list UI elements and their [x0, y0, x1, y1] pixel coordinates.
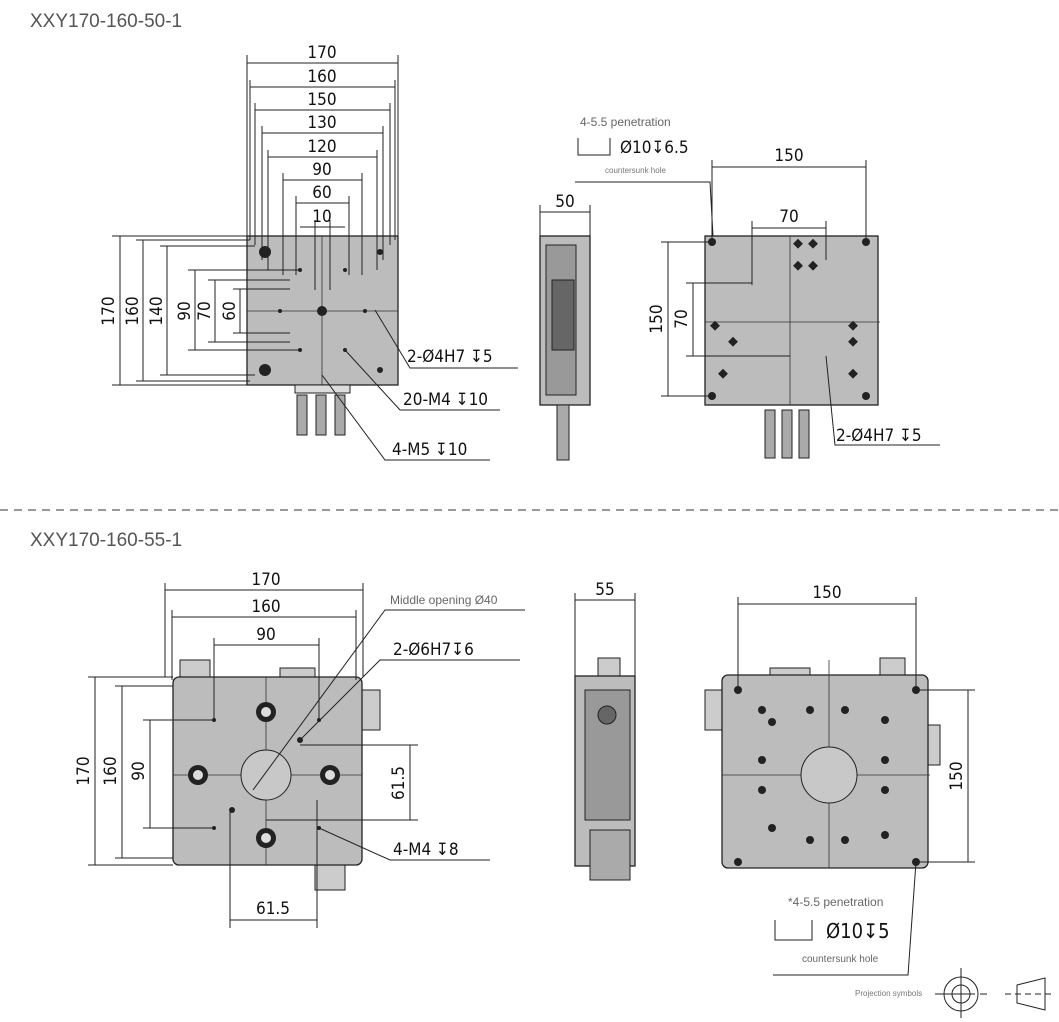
callout: 2-Ø6H7↧6 [393, 640, 474, 660]
note-spec: Ø10↧6.5 [620, 138, 689, 158]
dim-label: 60 [220, 301, 240, 320]
dim-label: 150 [812, 583, 841, 603]
dim-label: 150 [647, 304, 667, 333]
dim-label: 90 [175, 301, 195, 320]
dim-label: 90 [256, 625, 275, 645]
section-title: XXY170-160-50-1 [30, 11, 182, 32]
dim-label: 90 [129, 761, 149, 780]
dim-label: 170 [251, 570, 280, 590]
middle-opening-label: Middle opening Ø40 [390, 593, 498, 607]
dim-label: 50 [555, 192, 574, 212]
countersink-note-2: *4-5.5 penetration Ø10↧5 countersunk hol… [773, 861, 917, 976]
dim-label: 61.5 [256, 899, 290, 919]
dim-label: 160 [307, 67, 336, 87]
dim-label: 61.5 [389, 766, 409, 800]
side-view-2: 55 [574, 580, 636, 881]
dim-label: 90 [312, 160, 331, 180]
projection-label: Projection symbols [855, 989, 922, 998]
dim-label: 10 [312, 207, 331, 227]
callout: 2-Ø4H7 ↧5 [407, 347, 493, 367]
projection-symbols: Projection symbols [855, 968, 1055, 1018]
first-angle-projection-icon [935, 968, 1055, 1018]
note-caption: countersunk hole [605, 166, 666, 175]
section-title: XXY170-160-55-1 [30, 530, 182, 551]
side-view-1: 50 [539, 192, 591, 461]
dim-label: 150 [307, 90, 336, 110]
dim-label: 120 [307, 137, 336, 157]
dim-label: 140 [147, 296, 167, 325]
dim-label: 170 [74, 756, 94, 785]
callout: 20-M4 ↧10 [403, 390, 488, 410]
rear-view-2: 150 150 [704, 583, 975, 869]
note-title: *4-5.5 penetration [788, 895, 883, 909]
dim-label: 70 [195, 301, 215, 320]
countersink-note-1: 4-5.5 penetration Ø10↧6.5 countersunk ho… [575, 115, 714, 237]
dim-label: 160 [123, 296, 143, 325]
dim-label: 150 [947, 761, 967, 790]
dim-label: 130 [307, 113, 336, 133]
callout: 4-M4 ↧8 [393, 840, 459, 860]
dim-label: 160 [251, 597, 280, 617]
dim-label: 60 [312, 183, 331, 203]
dim-label: 70 [779, 207, 798, 227]
front-view-2: 170 160 90 170 160 90 Middle opening Ø40… [74, 570, 525, 928]
callout: 4-M5 ↧10 [392, 440, 467, 460]
dim-label: 170 [307, 43, 336, 63]
dim-label: 150 [774, 146, 803, 166]
dim-label: 70 [672, 309, 692, 328]
dim-label: 160 [101, 756, 121, 785]
rear-view-1: 150 70 150 70 2-Ø4H7 ↧5 [647, 146, 940, 459]
dim-label: 55 [595, 580, 614, 600]
callout: 2-Ø4H7 ↧5 [836, 426, 922, 446]
front-view-1: 170 160 150 130 120 90 60 10 170 160 140… [99, 43, 518, 461]
note-title: 4-5.5 penetration [580, 115, 671, 129]
note-spec: Ø10↧5 [826, 919, 890, 943]
dim-label: 170 [99, 296, 119, 325]
note-caption: countersunk hole [802, 954, 879, 965]
